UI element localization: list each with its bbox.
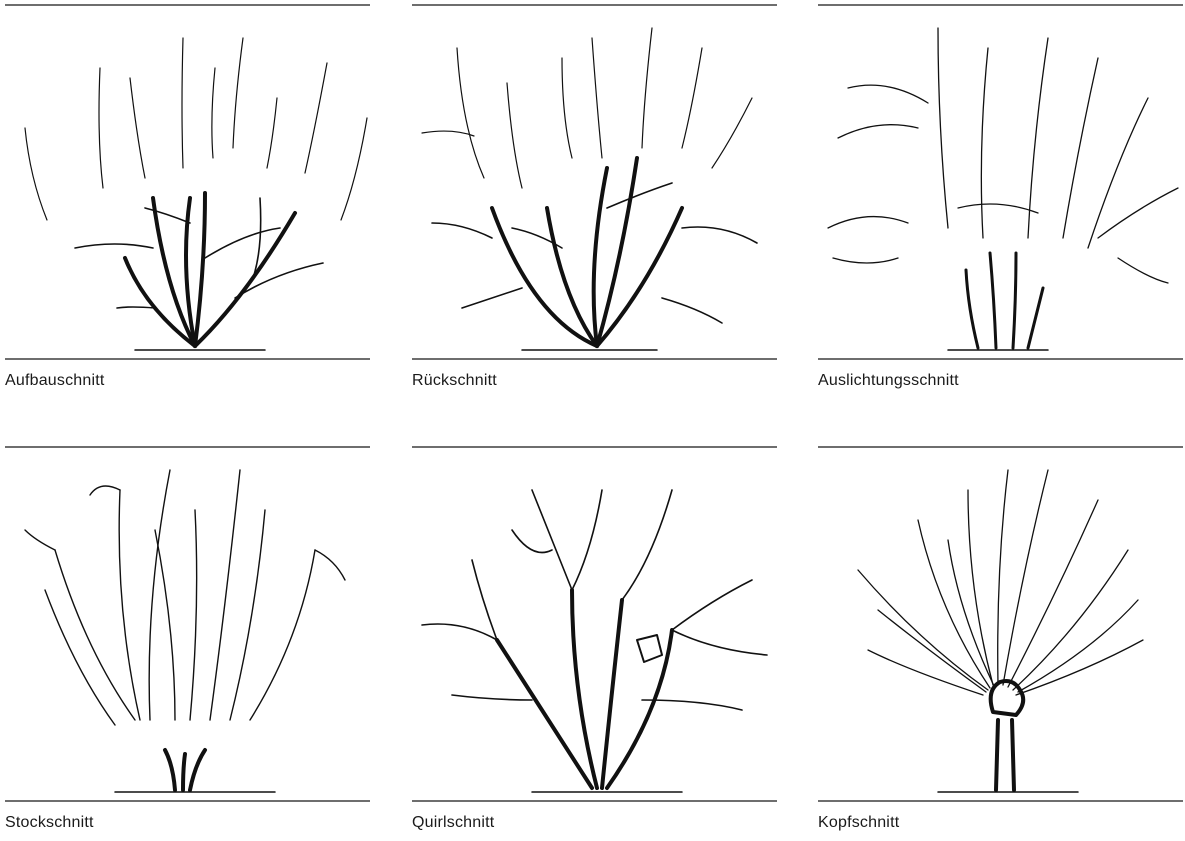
caption-kopfschnitt: Kopfschnitt <box>818 814 899 832</box>
faint-crown-shoots <box>828 28 1178 283</box>
panel-quirlschnitt: Quirlschnitt <box>412 446 777 841</box>
bottom-divider <box>5 800 370 802</box>
tree-illustration-kopfschnitt <box>818 450 1183 798</box>
faint-removed-shoots <box>25 38 367 220</box>
top-divider <box>412 4 777 6</box>
stool-base <box>165 750 205 790</box>
panel-rueckschnitt: Rückschnitt <box>412 4 777 399</box>
bottom-divider <box>412 358 777 360</box>
caption-aufbauschnitt: Aufbauschnitt <box>5 372 105 390</box>
shrub-illustration-rueckschnitt <box>412 8 777 356</box>
panel-kopfschnitt: Kopfschnitt <box>818 446 1183 841</box>
bottom-divider <box>818 800 1183 802</box>
faint-removed-shoots <box>422 28 752 188</box>
caption-auslichtungsschnitt: Auslichtungsschnitt <box>818 372 959 390</box>
radiating-shoots <box>858 470 1143 695</box>
bottom-divider <box>818 358 1183 360</box>
bottom-divider <box>412 800 777 802</box>
side-branches <box>422 490 767 710</box>
main-stems <box>497 590 672 788</box>
cut-stumps <box>966 253 1043 348</box>
faint-long-shoots <box>25 470 345 725</box>
main-stems <box>125 193 295 346</box>
panel-aufbauschnitt: Aufbauschnitt <box>5 4 370 399</box>
panel-auslichtungsschnitt: Auslichtungsschnitt <box>818 4 1183 399</box>
caption-rueckschnitt: Rückschnitt <box>412 372 497 390</box>
bottom-divider <box>5 358 370 360</box>
main-stems <box>492 158 682 346</box>
pollard-trunk <box>991 681 1024 790</box>
shrub-illustration-auslichtungsschnitt <box>818 8 1183 356</box>
shrub-illustration-stockschnitt <box>5 450 370 798</box>
top-divider <box>818 4 1183 6</box>
top-divider <box>5 446 370 448</box>
top-divider <box>412 446 777 448</box>
top-divider <box>5 4 370 6</box>
caption-stockschnitt: Stockschnitt <box>5 814 94 832</box>
caption-quirlschnitt: Quirlschnitt <box>412 814 494 832</box>
panel-stockschnitt: Stockschnitt <box>5 446 370 841</box>
shrub-illustration-quirlschnitt <box>412 450 777 798</box>
pruning-knot <box>637 635 662 662</box>
top-divider <box>818 446 1183 448</box>
shrub-illustration-aufbauschnitt <box>5 8 370 356</box>
